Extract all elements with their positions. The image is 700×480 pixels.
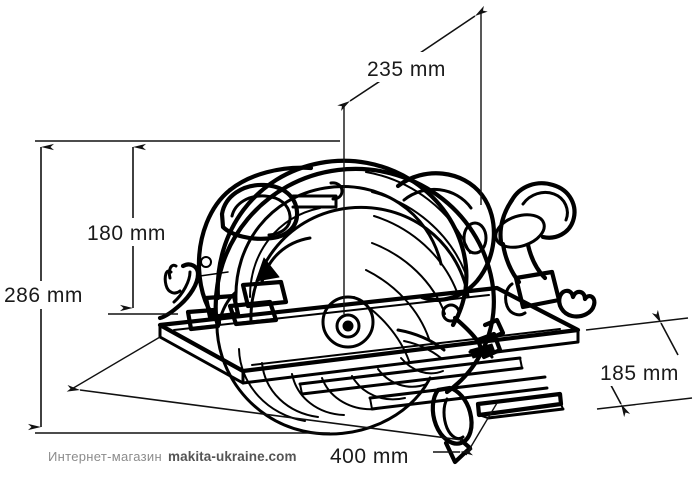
circular-saw-illustration bbox=[157, 158, 597, 465]
dim-label-235: 235 mm bbox=[367, 58, 446, 81]
dimension-185mm: 185 mm bbox=[585, 309, 700, 418]
lower-guard-detail bbox=[396, 328, 446, 359]
dim-label-185-bg bbox=[596, 358, 700, 386]
dim-label-286-bg bbox=[0, 281, 102, 309]
watermark-domain: makita-ukraine.com bbox=[168, 449, 297, 464]
arbor-hub bbox=[321, 295, 375, 349]
ext-line-185-bottom bbox=[596, 397, 693, 410]
dimension-400mm: 400 mm bbox=[66, 336, 498, 469]
dimension-286mm: 286 mm bbox=[0, 140, 340, 434]
watermark: Интернет-магазин makita-ukraine.com bbox=[48, 449, 297, 464]
blade-lower-arc bbox=[215, 318, 444, 436]
watermark-prefix: Интернет-магазин bbox=[48, 449, 162, 464]
dim-label-180-bg bbox=[83, 218, 187, 246]
dim-label-400: 400 mm bbox=[330, 445, 409, 468]
dim-label-185: 185 mm bbox=[600, 362, 679, 385]
dim-label-400-bg bbox=[325, 437, 433, 469]
ext-line-400-left bbox=[69, 336, 161, 391]
ext-line-185-top bbox=[585, 317, 689, 331]
dim-label-180: 180 mm bbox=[87, 222, 166, 245]
dim-leader-235-right bbox=[419, 5, 488, 54]
riving-knife-lever bbox=[441, 303, 506, 360]
bevel-lock-block bbox=[504, 269, 597, 319]
motor-housing bbox=[395, 171, 496, 302]
dim-label-235-bg bbox=[362, 52, 472, 82]
dimension-180mm: 180 mm bbox=[83, 143, 187, 315]
dim-leader-185-top bbox=[651, 309, 679, 356]
rip-fence-rails bbox=[298, 356, 565, 420]
dimension-235mm: 235 mm bbox=[337, 5, 488, 314]
dim-label-286: 286 mm bbox=[4, 284, 83, 307]
dim-line-400 bbox=[66, 384, 463, 441]
ext-line-400-right bbox=[465, 402, 498, 456]
base-shoe-plate bbox=[157, 285, 581, 385]
